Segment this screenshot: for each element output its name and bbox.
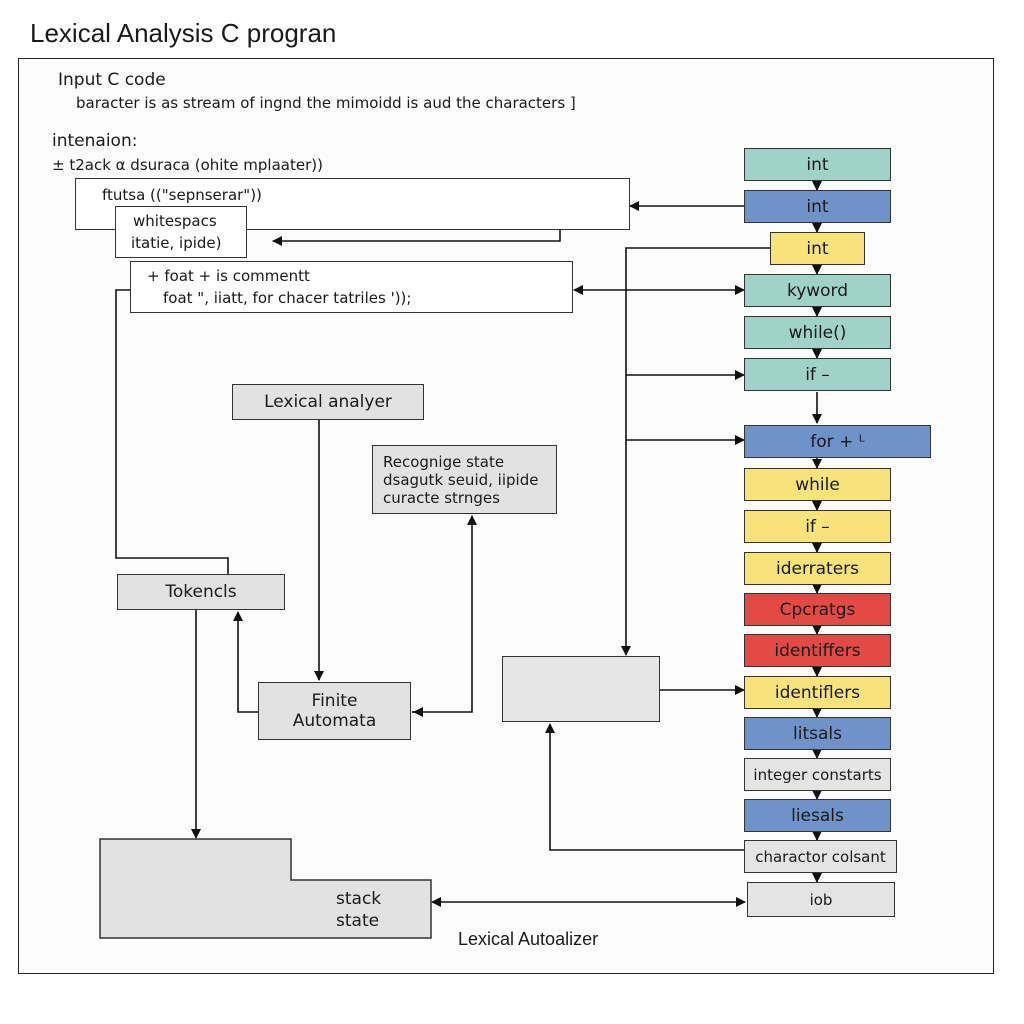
- token-box: if –: [744, 358, 891, 391]
- stack-state-line-2: state: [336, 911, 380, 931]
- token-box: kyword: [744, 274, 891, 307]
- code-box-2: whitespacs itatie, ipide): [115, 206, 247, 258]
- token-box: identiffers: [744, 634, 891, 667]
- token-box: for + ᴸ: [744, 425, 931, 458]
- interaction-heading: intenaion:: [52, 131, 138, 151]
- recognize-line-1: Recognige state: [383, 452, 505, 471]
- token-box: Cpcratgs: [744, 593, 891, 626]
- input-description: baracter is as stream of ingnd the mimoi…: [76, 94, 576, 112]
- arrow-const-box: [545, 723, 744, 851]
- stack-state-line-1: stack: [336, 889, 382, 909]
- unlabeled-box: [502, 656, 660, 722]
- code-box-3-line1: + foat + is commentt: [147, 267, 310, 285]
- token-box: litsals: [744, 717, 891, 750]
- code-box-3: + foat + is commentt foat ", iiatt, for …: [130, 261, 573, 313]
- arrow-to-whitespace-box: [272, 228, 561, 246]
- loop-line: [115, 289, 229, 574]
- finite-automata-line-1: Finite: [311, 691, 358, 711]
- token-box: iderraters: [744, 552, 891, 585]
- footer-label: Lexical Autoalizer: [458, 929, 599, 949]
- arrow-fa-recognize: [412, 515, 477, 713]
- feed-line: [621, 247, 770, 656]
- token-box: integer constarts: [744, 758, 891, 791]
- code-box-1-text: ftutsa (("sepnserar")): [102, 186, 262, 204]
- token-box: while(): [744, 316, 891, 349]
- input-heading: Input C code: [58, 70, 166, 90]
- finite-automata-line-2: Automata: [292, 711, 377, 731]
- stack-state-shape: [99, 838, 432, 939]
- code-box-2-line1: whitespacs: [133, 212, 217, 230]
- recognize-line-3: curacte strnges: [383, 488, 500, 507]
- token-box: liesals: [744, 799, 891, 832]
- token-box: int: [770, 232, 865, 265]
- diagram-title: Lexical Analysis C progran: [30, 18, 337, 48]
- token-box: identiflers: [744, 676, 891, 709]
- interaction-description: ± t2ack α dsuraca (ohite mplaater)): [52, 156, 323, 174]
- token-box: charactor colsant: [744, 840, 897, 873]
- recognize-state-box: Recognige state dsagutk seuid, iipide cu…: [372, 445, 557, 514]
- recognize-line-2: dsagutk seuid, iipide: [383, 470, 539, 489]
- token-box: int: [744, 190, 891, 223]
- arrow-fa-tokens: [233, 611, 258, 713]
- token-box: while: [744, 468, 891, 501]
- code-box-2-line2: itatie, ipide): [131, 234, 222, 252]
- lexical-analyzer-box: Lexical analyer: [232, 384, 424, 420]
- finite-automata-box: Finite Automata: [258, 682, 411, 740]
- tokens-box: Tokencls: [117, 574, 285, 610]
- token-box: if –: [744, 510, 891, 543]
- token-box: int: [744, 148, 891, 181]
- code-box-3-line2: foat ", iiatt, for chacer tatriles '));: [163, 289, 412, 307]
- token-box: iob: [747, 882, 895, 917]
